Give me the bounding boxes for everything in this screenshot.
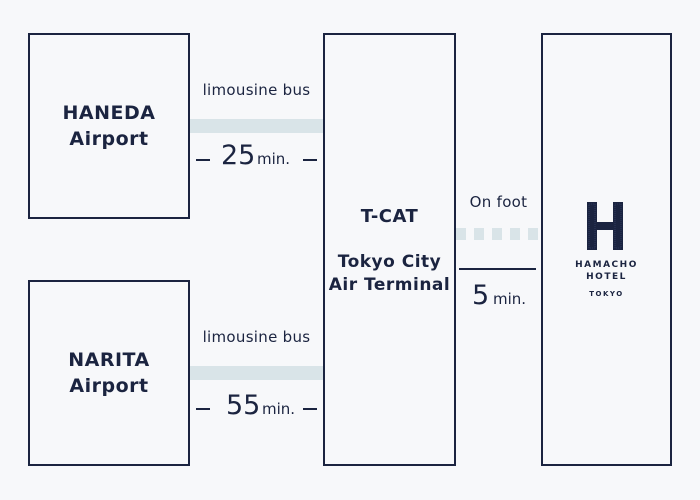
narita-label-line2: Airport bbox=[69, 375, 149, 397]
hotel-minutes-unit: min. bbox=[493, 290, 527, 308]
hotel-route-mode: On foot bbox=[469, 193, 528, 211]
hamacho-hotel-box bbox=[541, 33, 672, 466]
tcat-box: T-CAT Tokyo City Air Terminal bbox=[323, 33, 456, 466]
haneda-airport-box: HANEDA Airport bbox=[28, 33, 190, 219]
tcat-title: T-CAT bbox=[360, 206, 419, 227]
tcat-subtitle-line1: Tokyo City bbox=[337, 252, 442, 272]
narita-dash-right bbox=[303, 408, 317, 410]
haneda-label-line2: Airport bbox=[69, 128, 149, 150]
haneda-label-line1: HANEDA bbox=[62, 102, 156, 124]
narita-airport-box: NARITA Airport bbox=[28, 280, 190, 466]
haneda-minutes: 25 bbox=[221, 140, 256, 171]
hotel-name-line1: HAMACHO bbox=[575, 260, 638, 270]
haneda-minutes-unit: min. bbox=[257, 150, 291, 168]
tcat-subtitle-line2: Air Terminal bbox=[328, 275, 451, 295]
haneda-route-mode: limousine bus bbox=[202, 81, 311, 99]
narita-minutes: 55 bbox=[226, 390, 261, 421]
hamacho-hotel-logo-icon bbox=[587, 202, 623, 250]
hotel-route-divider bbox=[459, 268, 536, 270]
hotel-name-line2: HOTEL bbox=[586, 272, 627, 282]
narita-minutes-unit: min. bbox=[262, 400, 296, 418]
haneda-dash-right bbox=[303, 159, 317, 161]
narita-dash-left bbox=[196, 408, 210, 410]
haneda-dash-left bbox=[196, 159, 210, 161]
hotel-city: TOKYO bbox=[589, 290, 624, 298]
haneda-route-band bbox=[190, 119, 323, 133]
narita-route-band bbox=[190, 366, 323, 380]
narita-label-line1: NARITA bbox=[68, 349, 150, 371]
hotel-minutes: 5 bbox=[472, 280, 490, 311]
narita-route-mode: limousine bus bbox=[202, 328, 311, 346]
